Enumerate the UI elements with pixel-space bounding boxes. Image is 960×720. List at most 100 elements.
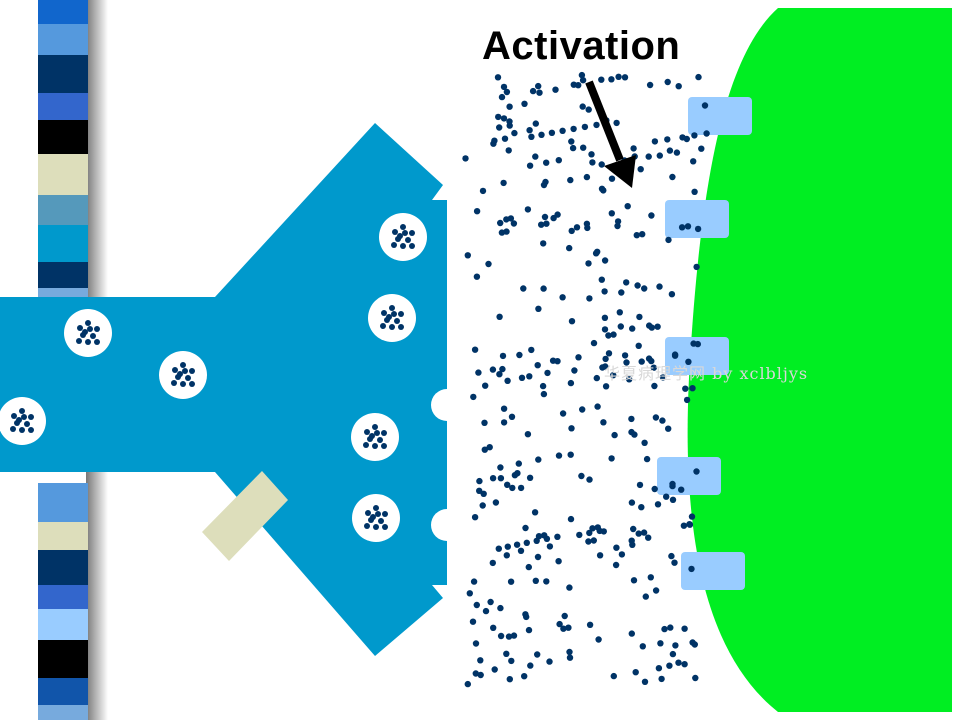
neurotransmitter-dot	[538, 221, 545, 228]
neurotransmitter-dot	[598, 76, 605, 83]
neurotransmitter-dot	[567, 451, 574, 458]
neurotransmitter-dot	[614, 222, 621, 230]
neurotransmitter-dot	[655, 665, 663, 672]
neurotransmitter-dot	[531, 509, 539, 516]
neurotransmitter-dot	[681, 625, 688, 632]
neurotransmitter-dot	[640, 529, 648, 536]
neurotransmitter-dot	[517, 547, 525, 554]
neurotransmitter-dot	[617, 323, 624, 330]
neurotransmitter-dot	[470, 393, 477, 401]
neurotransmitter-dot	[586, 529, 593, 537]
stripe-segment	[38, 225, 88, 262]
neurotransmitter-dot	[698, 145, 705, 152]
axon-terminal	[0, 123, 447, 656]
release-site	[431, 389, 463, 421]
neurotransmitter-dot	[524, 206, 532, 213]
neurotransmitter-dot	[651, 138, 659, 145]
neurotransmitter-dot	[546, 658, 553, 665]
neurotransmitter-dot	[497, 604, 504, 612]
neurotransmitter-dot	[555, 558, 562, 565]
neurotransmitter-dot	[675, 83, 682, 90]
neurotransmitter-dot	[683, 396, 691, 404]
neurotransmitter-dot	[535, 456, 542, 463]
release-site	[431, 509, 463, 541]
stripe-segment	[38, 55, 88, 93]
neurotransmitter-dot	[496, 313, 503, 320]
neurotransmitter-dot	[525, 626, 533, 634]
neurotransmitter-dot	[634, 282, 641, 289]
neurotransmitter-dot	[471, 346, 479, 353]
receptor	[665, 200, 729, 238]
neurotransmitter-dot	[639, 231, 646, 238]
neurotransmitter-dot	[589, 525, 596, 532]
receptors	[657, 97, 752, 590]
neurotransmitter-dot	[539, 382, 547, 390]
neurotransmitter-dot	[525, 563, 532, 571]
neurotransmitter-dot	[517, 484, 525, 492]
neurotransmitter-dot	[570, 125, 577, 133]
neurotransmitter-dot	[473, 273, 481, 280]
neurotransmitter-dot	[586, 476, 593, 483]
neurotransmitter-dot	[497, 632, 505, 640]
neurotransmitter-dot	[487, 598, 494, 606]
neurotransmitter-dot	[648, 324, 655, 331]
neurotransmitter-dot	[692, 674, 699, 682]
neurotransmitter-dot	[510, 632, 518, 639]
neurotransmitter-dot	[586, 295, 593, 302]
neurotransmitter-dot	[543, 220, 550, 227]
neurotransmitter-dot	[598, 185, 606, 192]
neurotransmitter-dot	[616, 309, 623, 316]
neurotransmitter-dot	[635, 342, 642, 349]
neurotransmitter-dot	[532, 153, 539, 160]
neurotransmitter-dot	[652, 414, 660, 421]
neurotransmitter-dot	[526, 162, 534, 169]
neurotransmitter-dot	[666, 147, 674, 154]
vesicles	[0, 213, 427, 542]
neurotransmitter-dot	[561, 612, 568, 620]
neurotransmitter-dot	[645, 153, 652, 160]
neurotransmitter-dot	[535, 533, 543, 540]
neurotransmitter-dot	[508, 657, 515, 665]
neurotransmitter-dot	[626, 376, 633, 383]
neurotransmitter-dot	[664, 78, 671, 86]
neurotransmitter-dot	[476, 477, 483, 485]
neurotransmitter-dot	[600, 528, 607, 535]
neurotransmitter-dot	[579, 406, 586, 413]
neurotransmitter-dot	[703, 130, 710, 137]
neurotransmitter-dot	[579, 103, 586, 110]
neurotransmitter-dot	[513, 541, 521, 548]
stripe-segment	[38, 0, 88, 24]
neurotransmitter-dot	[598, 276, 605, 283]
neurotransmitter-dot	[498, 229, 506, 236]
neurotransmitter-dot	[601, 314, 609, 321]
neurotransmitter-dot	[497, 464, 504, 471]
neurotransmitter-dot	[613, 544, 620, 551]
neurotransmitter-dot	[595, 636, 602, 643]
neurotransmitter-dot	[496, 124, 503, 131]
neurotransmitter-dot	[567, 176, 574, 184]
stripe-segment	[38, 609, 88, 640]
neurotransmitter-dot	[585, 538, 592, 545]
neurotransmitter-dot	[482, 607, 490, 615]
neurotransmitter-dot	[654, 501, 662, 508]
neurotransmitter-dot	[538, 131, 545, 138]
stripe-segment	[38, 640, 88, 678]
neurotransmitter-dot	[618, 289, 625, 296]
neurotransmitter-dot	[528, 133, 535, 140]
neurotransmitter-dot	[641, 439, 648, 446]
neurotransmitter-dot	[565, 624, 572, 631]
neurotransmitter-dot	[500, 83, 508, 91]
neurotransmitter-dot	[681, 661, 688, 668]
neurotransmitter-dot	[575, 354, 582, 361]
neurotransmitter-dot	[481, 446, 488, 453]
neurotransmitter-dot	[527, 662, 534, 669]
neurotransmitter-dot	[641, 285, 648, 292]
neurotransmitter-dot	[646, 81, 654, 89]
neurotransmitter-dot	[610, 331, 617, 338]
stripe-segment	[38, 24, 88, 55]
neurotransmitter-dot	[629, 541, 636, 548]
neurotransmitter-dot	[594, 524, 601, 531]
stripe-segment	[38, 550, 88, 585]
synaptic-vesicle	[64, 309, 112, 357]
